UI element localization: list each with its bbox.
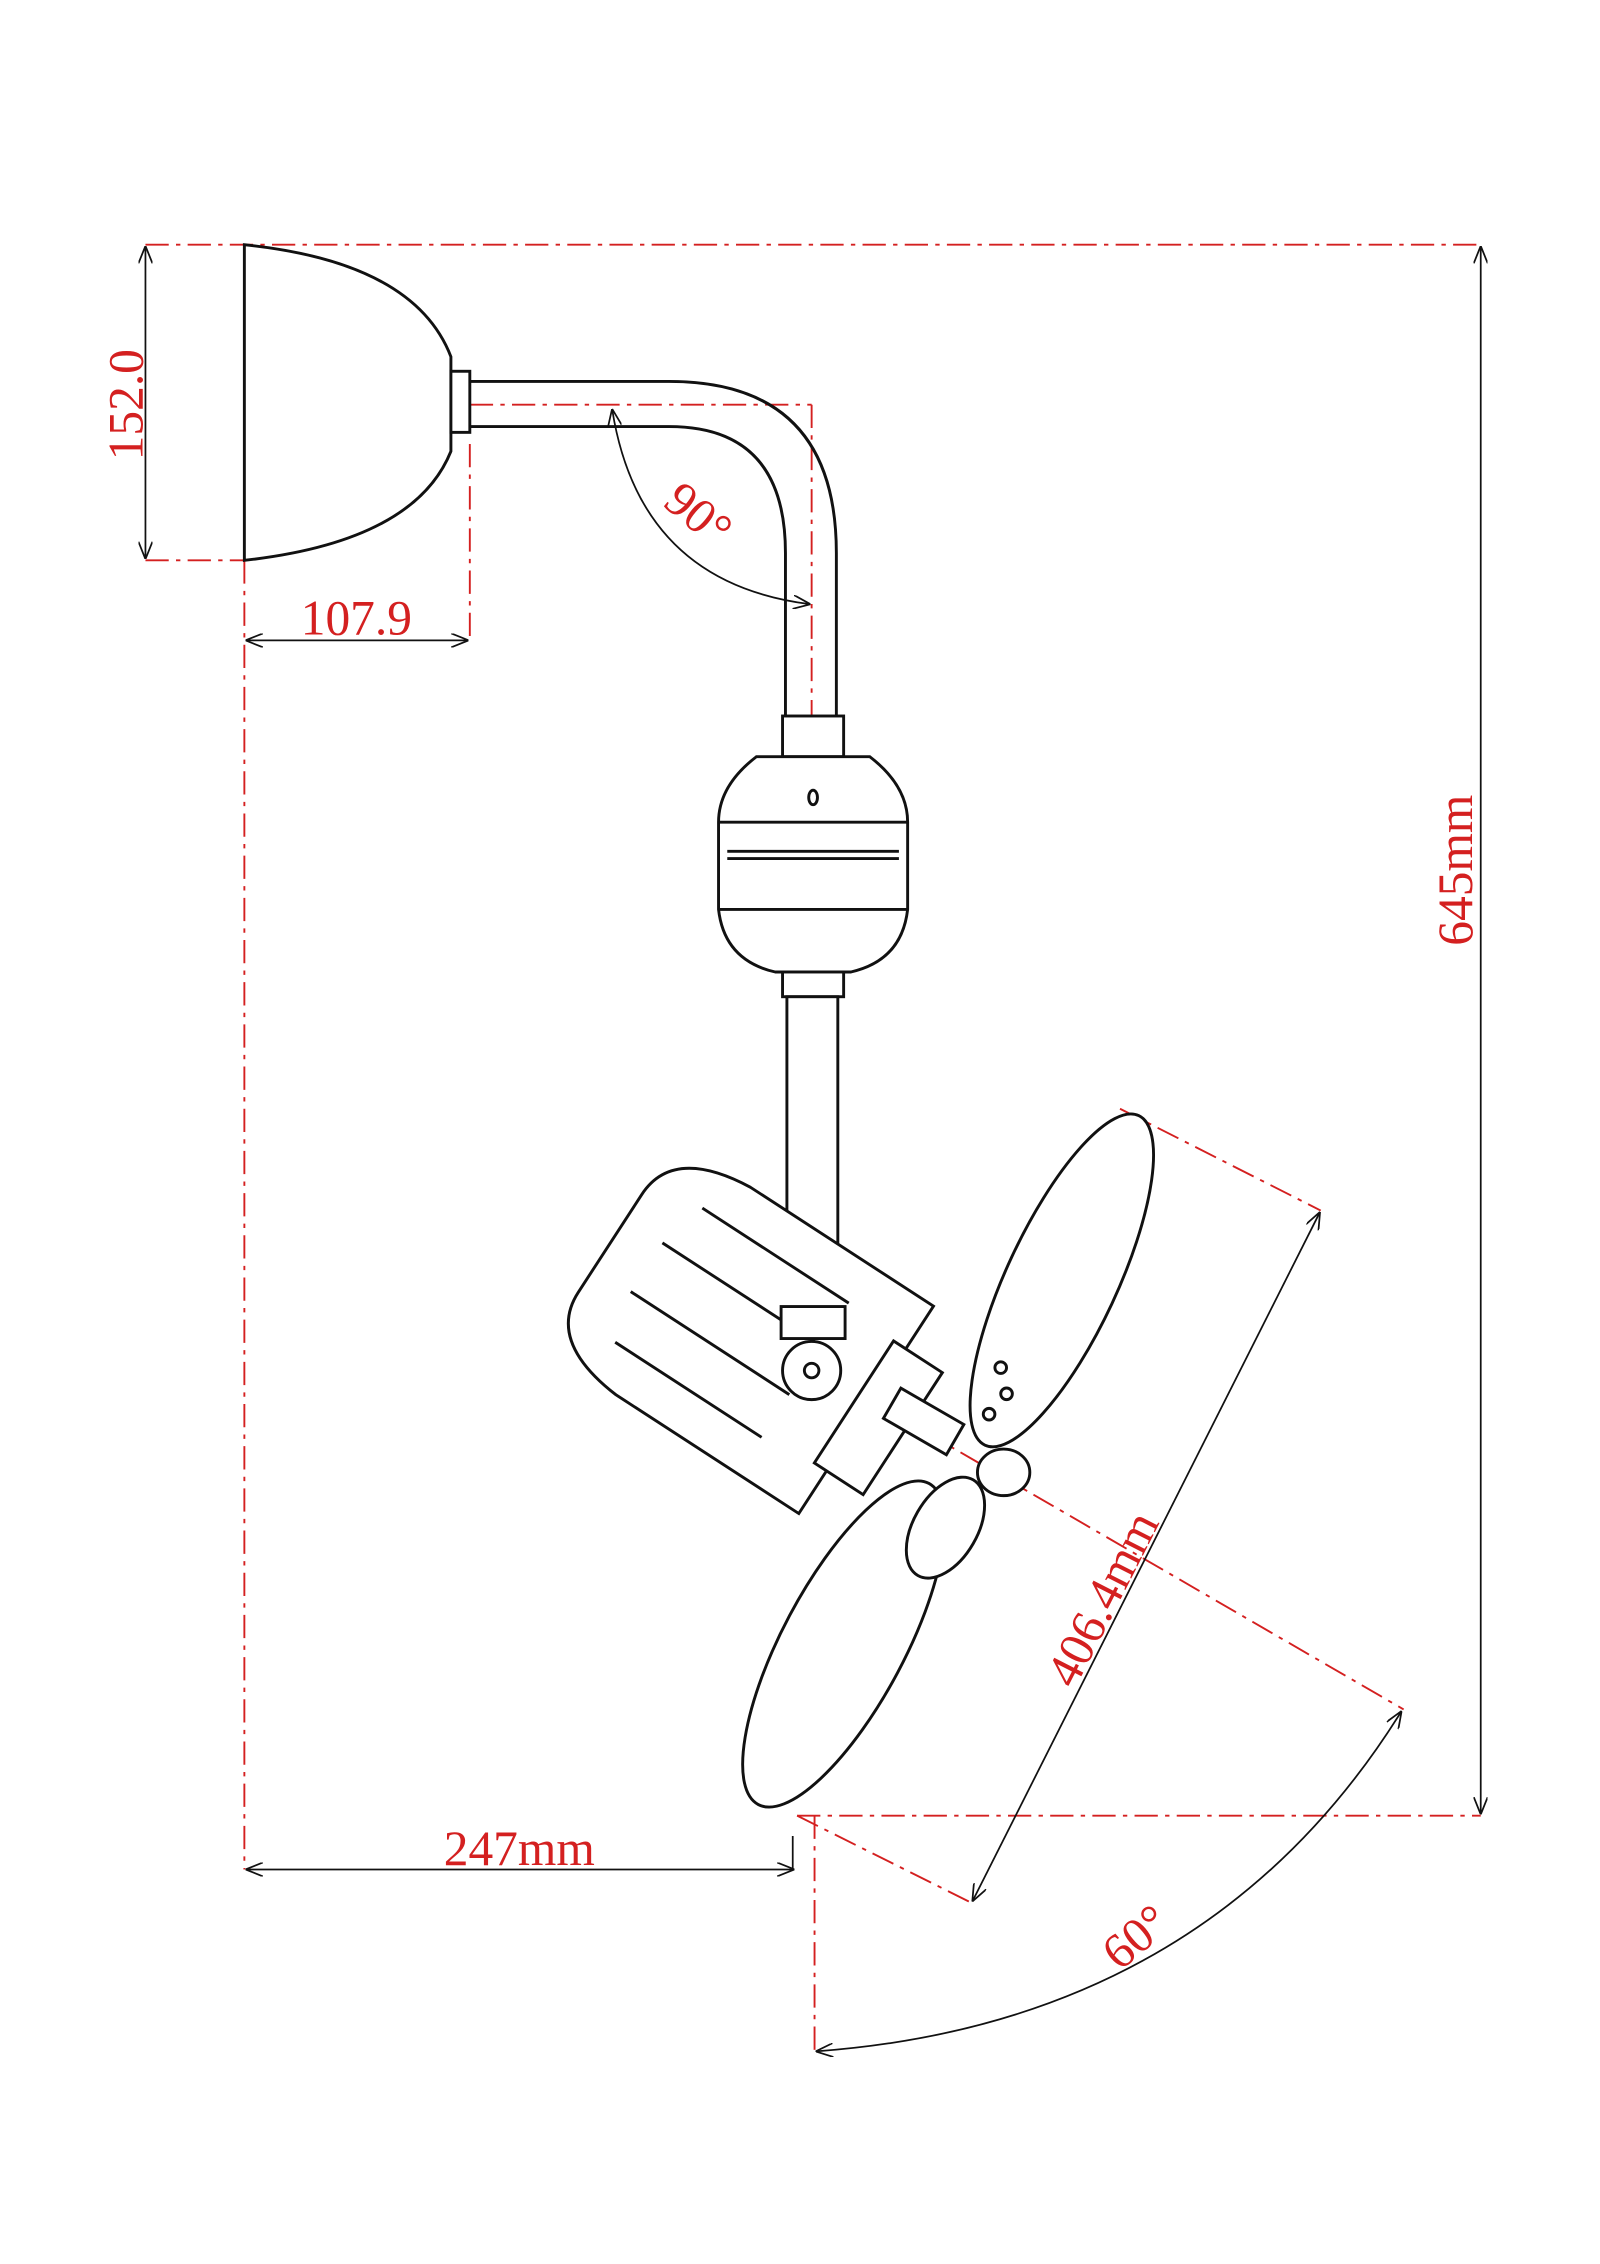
housing-top-collar [781,714,846,759]
arm-angle-arc [612,411,808,604]
motor-housing [717,755,910,974]
blade-top-extension [1119,1107,1322,1212]
total-height-label: 645mm [1428,795,1483,946]
blade-hole [981,1406,997,1422]
blade-bottom-extension [796,1814,973,1904]
tilt-angle-label: 60° [1091,1894,1179,1981]
arm-inner [469,425,787,716]
projection-label: 247mm [444,1821,595,1876]
spinner [976,1447,1032,1498]
housing-bottom-collar [781,970,846,999]
wall-plate [242,243,453,562]
blade-upper [968,1112,1155,1449]
arm-angle-label: 90° [654,471,742,558]
tilt-angle-arc [817,1712,1400,2051]
blade-hub [904,1475,987,1580]
blade-lower [741,1479,947,1809]
tilt-knob [781,1340,843,1402]
plate-depth-label: 107.9 [301,591,412,646]
plate-height-label: 152.0 [99,349,154,460]
fan-shaft [881,1386,966,1457]
blade-hole [999,1386,1014,1402]
fan-head [566,1166,945,1516]
knob-center [802,1361,821,1380]
blade-diameter-label: 406.4mm [1035,1502,1169,1695]
plate-collar [449,369,472,434]
tilt-bracket [779,1305,847,1340]
housing-screw-icon [807,788,819,807]
blade-hole [993,1360,1008,1375]
arm-outer [469,380,838,716]
